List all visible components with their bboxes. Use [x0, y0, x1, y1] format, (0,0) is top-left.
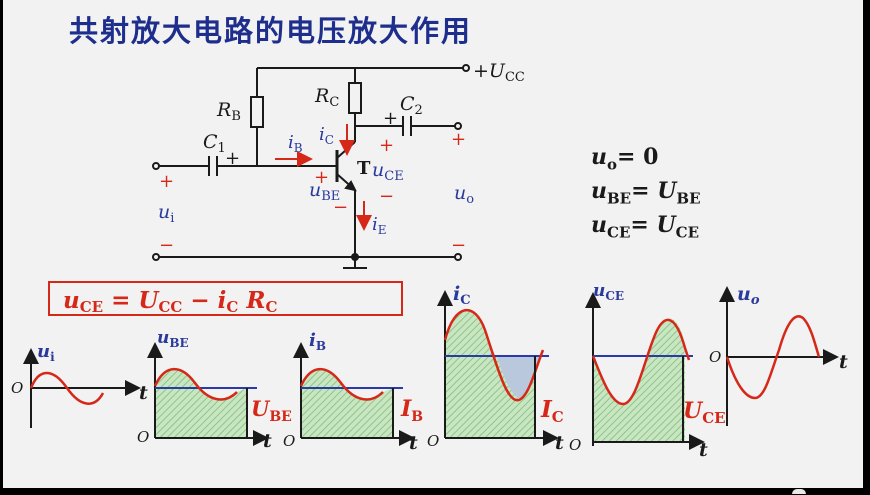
ib-label: iB	[288, 132, 303, 155]
graph-uo: uo O t	[709, 283, 848, 426]
vcc-label: +UCC	[473, 60, 525, 85]
condition-uce: uCE= UCE	[591, 212, 700, 242]
graph-ic-time: t	[555, 432, 564, 454]
output-terminal-top	[454, 122, 462, 130]
graph-uo-time: t	[839, 351, 848, 373]
graph-ic-origin: O	[427, 432, 439, 450]
condition-ube: uBE= UBE	[591, 178, 701, 208]
vcc-terminal	[462, 64, 470, 72]
graph-ui-time: t	[139, 382, 148, 404]
graph-ib-wave	[299, 367, 384, 401]
graph-ube: uBE UBE O t	[137, 328, 292, 452]
graph-ib-origin: O	[283, 432, 295, 450]
graph-uo-origin: O	[709, 348, 721, 366]
graph-ube-dc-label: UBE	[251, 396, 292, 425]
graph-uce-wave	[591, 318, 691, 406]
rc-label: RC	[314, 85, 339, 110]
c1-label: C1	[203, 131, 226, 156]
graph-ib-axis-label: iB	[309, 330, 326, 353]
graph-ic-axis-label: iC	[453, 283, 471, 308]
graph-uce-time: t	[699, 439, 708, 461]
ube-label: uBE	[309, 179, 340, 204]
uo-label: uo	[454, 182, 474, 207]
graph-ube-axis-label: uBE	[157, 328, 189, 350]
c2-label: C2	[400, 93, 423, 118]
formula-box	[48, 281, 403, 316]
slide: 共射放大电路的电压放大作用	[3, 0, 863, 488]
graph-ube-origin: O	[137, 428, 149, 446]
graph-ic-fill	[445, 310, 535, 438]
graph-ui-axis-label: ui	[37, 341, 55, 364]
graph-ui: ui O t	[11, 341, 148, 428]
circuit-and-waveforms: +UCC RB RC C1 + C2 + iB iC iE T uCE + − …	[11, 60, 848, 461]
formula-text: uCE = UCC − iC RC	[63, 287, 277, 316]
rb-resistor	[250, 96, 264, 128]
ube-minus: −	[333, 197, 348, 218]
ui-plus: +	[159, 171, 174, 192]
graph-uce: uCE UCE t	[585, 281, 726, 461]
slide-title: 共射放大电路的电压放大作用	[69, 14, 473, 48]
graph-ui-wave	[29, 371, 105, 405]
graph-ib-fill	[301, 369, 393, 438]
bottom-bar	[0, 488, 870, 495]
graph-uo-wave	[725, 315, 821, 400]
c2-plus: +	[383, 108, 398, 129]
ic-label: iC	[319, 124, 334, 147]
graph-ube-fill	[155, 369, 247, 438]
output-terminal-bottom	[454, 253, 462, 261]
graph-uce-fill	[593, 318, 685, 442]
graph-ui-origin: O	[11, 379, 23, 397]
transistor-emitter-arrow	[344, 180, 357, 192]
graph-uce-dc-label: UCE	[683, 398, 726, 427]
rc-resistor	[348, 82, 362, 114]
rb-label: RB	[216, 99, 241, 124]
graph-uce-axis-label: uCE	[593, 281, 624, 303]
graph-ube-wave	[153, 367, 238, 401]
ui-label: ui	[158, 201, 174, 226]
input-terminal-top	[152, 162, 160, 170]
transistor-label: T	[357, 158, 371, 179]
uce-plus: +	[379, 135, 394, 156]
uce-label: uCE	[372, 159, 404, 184]
graph-ib: iB IB O t	[283, 330, 423, 454]
ube-plus: +	[314, 167, 329, 188]
graph-uo-axis-label: uo	[737, 283, 760, 308]
cursor-indicator	[792, 489, 806, 494]
circuit	[152, 64, 470, 269]
graph-ib-dc-label: IB	[400, 396, 423, 425]
graph-ic-wave	[443, 309, 545, 402]
graph-ic-dc-label: IC	[540, 396, 564, 426]
condition-uo: uo= 0	[591, 144, 659, 174]
c1-plus: +	[225, 148, 240, 169]
graph-ube-time: t	[263, 430, 272, 452]
uce-minus: −	[379, 186, 394, 207]
uo-minus: −	[451, 235, 466, 256]
graph-ib-time: t	[409, 432, 418, 454]
ie-label: iE	[372, 214, 387, 237]
graph-ic: iC IC O t O	[427, 283, 581, 454]
graph-ic-origin-2: O	[569, 436, 581, 454]
ui-minus: −	[159, 235, 174, 256]
uo-plus: +	[451, 129, 466, 150]
